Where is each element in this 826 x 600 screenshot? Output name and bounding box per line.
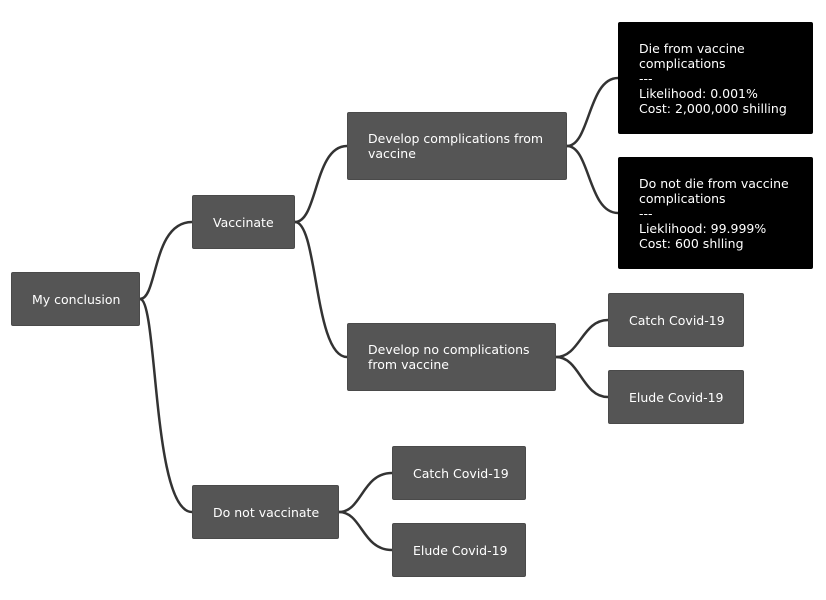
edge-root-vaccinate bbox=[138, 220, 194, 301]
node-vaccinate[interactable]: Vaccinate bbox=[192, 195, 295, 249]
node-notvax-catch-covid[interactable]: Catch Covid-19 bbox=[392, 446, 526, 500]
node-nocomp-elude-label: Elude Covid-19 bbox=[629, 389, 724, 405]
node-no-complications[interactable]: Develop no complications from vaccine bbox=[347, 323, 556, 391]
node-do-not-vaccinate[interactable]: Do not vaccinate bbox=[192, 485, 339, 539]
edge-vaccinate-no-complications bbox=[293, 220, 349, 359]
node-not-die-title: Do not die from vaccine complications bbox=[639, 175, 789, 206]
node-nocomp-catch-label: Catch Covid-19 bbox=[629, 312, 725, 328]
node-nocomp-catch-covid[interactable]: Catch Covid-19 bbox=[608, 293, 744, 347]
node-die-separator: --- bbox=[639, 70, 653, 86]
node-notvax-catch-label: Catch Covid-19 bbox=[413, 465, 509, 481]
node-do-not-vaccinate-label: Do not vaccinate bbox=[213, 504, 320, 520]
edge-nocomp-elude bbox=[554, 355, 610, 399]
node-not-die-cost: Cost: 600 shlling bbox=[639, 235, 744, 251]
edge-root-not-vaccinate bbox=[138, 297, 194, 514]
node-die-cost: Cost: 2,000,000 shilling bbox=[639, 100, 787, 116]
node-nocomp-elude-covid[interactable]: Elude Covid-19 bbox=[608, 370, 744, 424]
node-not-die-from-complications[interactable]: Do not die from vaccine complications --… bbox=[618, 157, 813, 269]
edge-complications-die bbox=[565, 76, 620, 148]
node-notvax-elude-label: Elude Covid-19 bbox=[413, 542, 508, 558]
node-die-from-complications[interactable]: Die from vaccine complications --- Likel… bbox=[618, 22, 813, 134]
edge-complications-not-die bbox=[565, 144, 620, 215]
node-my-conclusion-label: My conclusion bbox=[32, 291, 121, 307]
node-not-die-likelihood: Lieklihood: 99.999% bbox=[639, 220, 767, 236]
node-die-text: Die from vaccine complications --- Likel… bbox=[619, 41, 812, 116]
edge-vaccinate-complications bbox=[293, 144, 349, 224]
node-notvax-elude-covid[interactable]: Elude Covid-19 bbox=[392, 523, 526, 577]
node-not-die-separator: --- bbox=[639, 205, 653, 221]
node-not-die-text: Do not die from vaccine complications --… bbox=[619, 176, 812, 251]
node-die-likelihood: Likelihood: 0.001% bbox=[639, 85, 758, 101]
edge-nocomp-catch bbox=[554, 318, 610, 359]
node-develop-complications[interactable]: Develop complications from vaccine bbox=[347, 112, 567, 180]
edge-notvax-elude bbox=[337, 510, 394, 552]
node-develop-complications-label: Develop complications from vaccine bbox=[368, 131, 544, 161]
node-my-conclusion[interactable]: My conclusion bbox=[11, 272, 140, 326]
node-die-title: Die from vaccine complications bbox=[639, 40, 745, 71]
node-vaccinate-label: Vaccinate bbox=[213, 214, 274, 230]
node-no-complications-label: Develop no complications from vaccine bbox=[368, 342, 530, 372]
edge-notvax-catch bbox=[337, 471, 394, 514]
